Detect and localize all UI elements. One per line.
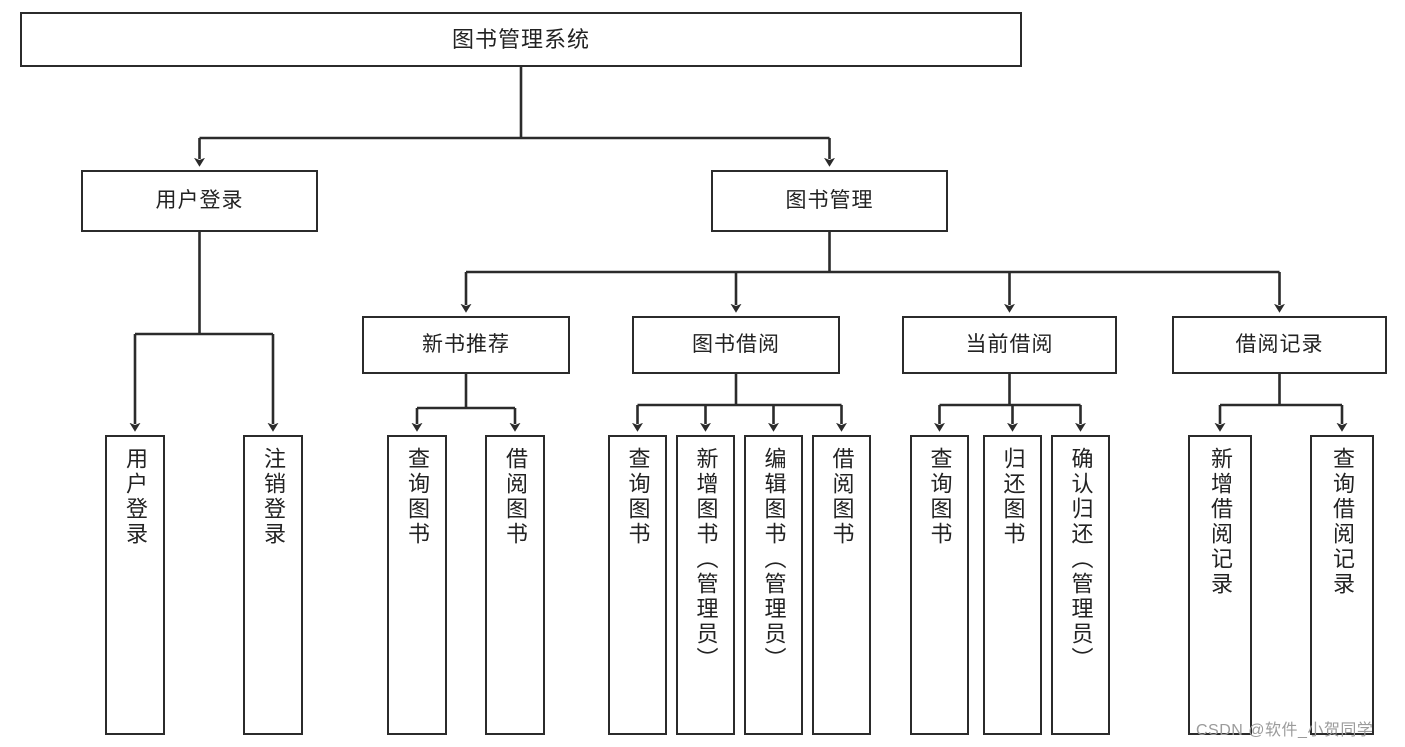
leaf-bookborrow-borrow[interactable]: 借阅图书 — [812, 435, 871, 735]
leaf-bookborrow-query[interactable]: 查询图书 — [608, 435, 667, 735]
leaf-currentborrow-confirm[interactable]: 确认归还（管理员） — [1051, 435, 1110, 735]
leaf-bookborrow-edit[interactable]: 编辑图书（管理员） — [744, 435, 803, 735]
node-label: 新书推荐 — [422, 332, 510, 356]
leaf-borrowrecord-query[interactable]: 查询借阅记录 — [1310, 435, 1374, 735]
node-label: 查询图书 — [625, 447, 651, 547]
node-label: 借阅图书 — [503, 447, 528, 547]
leaf-logout[interactable]: 注销登录 — [243, 435, 303, 735]
node-new-books[interactable]: 新书推荐 — [362, 316, 570, 374]
node-borrow-record[interactable]: 借阅记录 — [1172, 316, 1387, 374]
leaf-bookborrow-add[interactable]: 新增图书（管理员） — [676, 435, 735, 735]
node-label: 图书管理系统 — [451, 26, 590, 52]
leaf-currentborrow-query[interactable]: 查询图书 — [910, 435, 969, 735]
node-label: 查询图书 — [405, 447, 430, 547]
node-label: 借阅图书 — [829, 447, 855, 547]
leaf-borrowrecord-add[interactable]: 新增借阅记录 — [1188, 435, 1252, 735]
node-root[interactable]: 图书管理系统 — [20, 12, 1022, 67]
node-book-manage[interactable]: 图书管理 — [711, 170, 948, 232]
node-label: 编辑图书（管理员） — [761, 447, 787, 672]
node-label: 用户登录 — [155, 188, 244, 212]
node-label: 图书借阅 — [692, 332, 780, 356]
node-label: 查询借阅记录 — [1330, 447, 1355, 597]
node-label: 借阅记录 — [1235, 332, 1324, 356]
node-book-borrow[interactable]: 图书借阅 — [632, 316, 840, 374]
node-current-borrow[interactable]: 当前借阅 — [902, 316, 1117, 374]
leaf-user-login[interactable]: 用户登录 — [105, 435, 165, 735]
node-label: 当前借阅 — [965, 332, 1054, 356]
leaf-newbooks-query[interactable]: 查询图书 — [387, 435, 447, 735]
leaf-newbooks-borrow[interactable]: 借阅图书 — [485, 435, 545, 735]
node-label: 确认归还（管理员） — [1068, 447, 1094, 672]
node-user-login[interactable]: 用户登录 — [81, 170, 318, 232]
node-label: 用户登录 — [123, 447, 148, 547]
node-label: 图书管理 — [785, 188, 874, 212]
node-label: 查询图书 — [927, 447, 953, 547]
node-label: 注销登录 — [261, 447, 286, 547]
node-label: 新增借阅记录 — [1208, 447, 1233, 597]
csdn-watermark: CSDN @软件_小贺同学 — [1196, 722, 1374, 739]
node-label: 归还图书 — [1000, 447, 1026, 547]
leaf-currentborrow-return[interactable]: 归还图书 — [983, 435, 1042, 735]
node-label: 新增图书（管理员） — [693, 447, 719, 672]
